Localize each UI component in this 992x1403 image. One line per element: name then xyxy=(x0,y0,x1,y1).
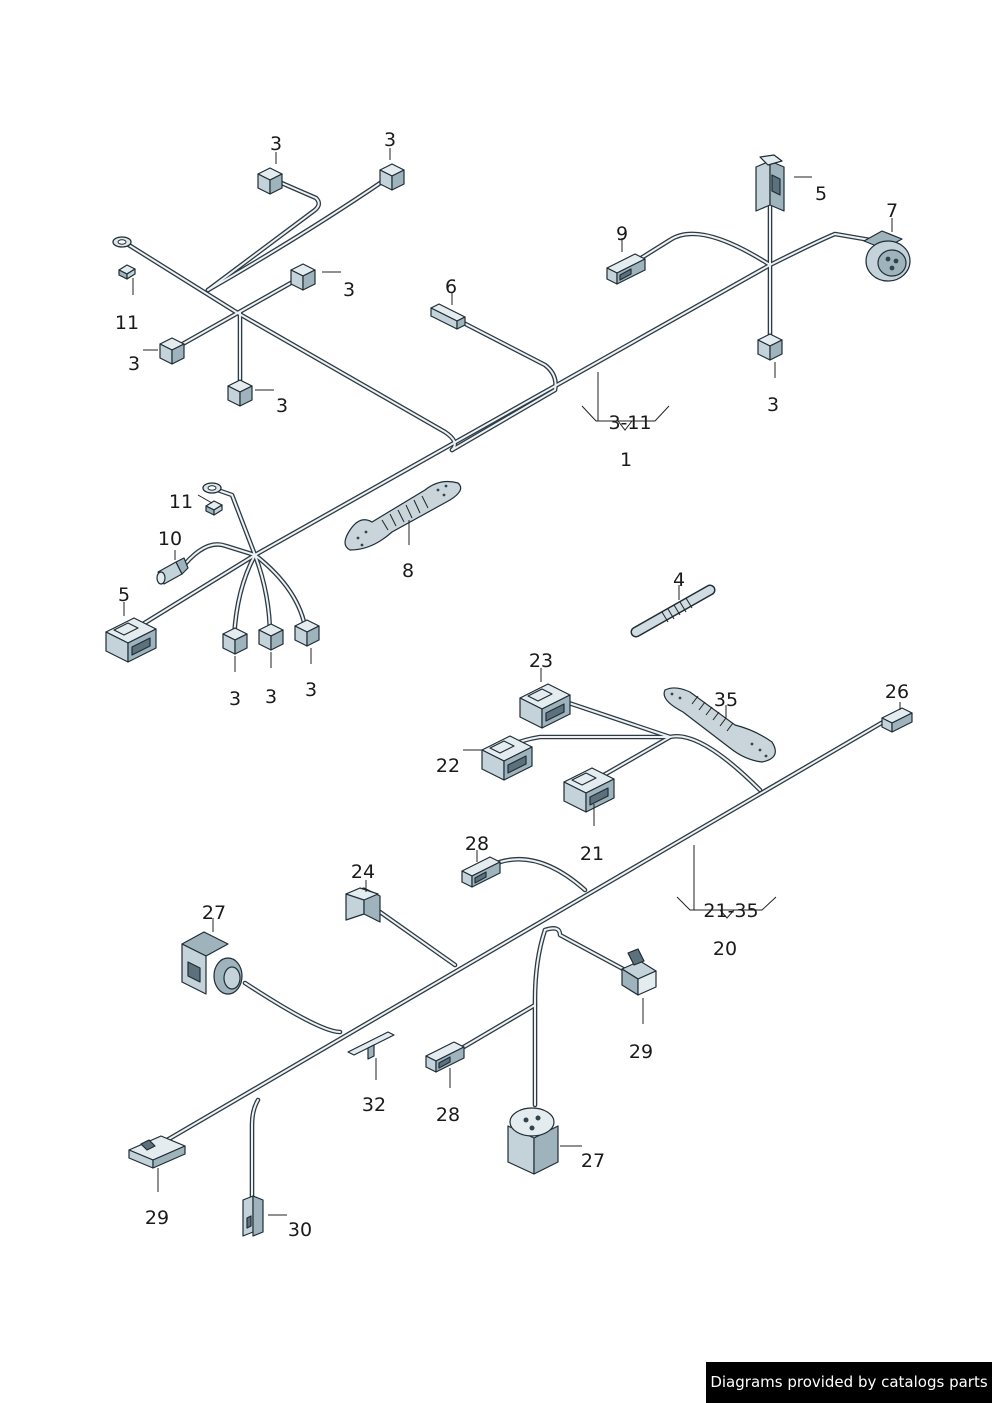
label-24: 24 xyxy=(351,861,375,883)
label-27: 27 xyxy=(581,1150,605,1172)
connector-3-icon xyxy=(257,167,283,195)
leader-lines xyxy=(123,148,901,1216)
connector-29-icon xyxy=(128,1135,186,1169)
label-27: 27 xyxy=(202,902,226,924)
connector-6-icon xyxy=(430,303,466,330)
label-7: 7 xyxy=(886,200,898,222)
label-3: 3 xyxy=(767,394,779,416)
clip-32-icon xyxy=(347,1031,395,1060)
bracket-1 xyxy=(581,405,670,422)
bracket-20 xyxy=(676,896,777,911)
connector-27-icon xyxy=(181,931,243,995)
harness-lower xyxy=(128,683,913,1237)
connector-3-icon xyxy=(222,627,248,655)
callout-labels: 3 3 3 3 3 11 6 9 5 7 3 3-11 1 11 10 5 8 … xyxy=(115,129,909,1241)
label-21-35: 21-35 xyxy=(703,900,758,922)
sleeve-8-icon xyxy=(344,480,462,551)
label-9: 9 xyxy=(616,223,628,245)
label-28: 28 xyxy=(436,1104,460,1126)
harness-upper xyxy=(105,154,911,663)
label-29: 29 xyxy=(145,1207,169,1229)
connector-21-icon xyxy=(563,767,615,813)
label-4: 4 xyxy=(673,569,685,591)
label-11: 11 xyxy=(115,312,139,334)
connector-28-icon xyxy=(425,1041,465,1073)
connector-30-icon xyxy=(242,1195,264,1237)
label-3: 3 xyxy=(270,133,282,155)
connector-7-icon xyxy=(863,230,911,282)
label-1: 1 xyxy=(620,449,632,471)
label-3: 3 xyxy=(128,353,140,375)
sleeve-35-icon xyxy=(663,687,776,763)
label-10: 10 xyxy=(158,528,182,550)
connector-3-icon xyxy=(227,379,253,407)
label-26: 26 xyxy=(885,681,909,703)
label-6: 6 xyxy=(445,276,457,298)
ring-terminal-icon xyxy=(112,236,132,248)
label-35: 35 xyxy=(714,689,738,711)
connector-22-icon xyxy=(481,735,533,781)
label-30: 30 xyxy=(288,1219,312,1241)
connector-29-icon xyxy=(621,948,657,996)
label-3: 3 xyxy=(343,279,355,301)
label-3: 3 xyxy=(265,686,277,708)
connector-3-icon xyxy=(294,619,320,647)
connector-3-icon xyxy=(258,623,284,651)
label-11: 11 xyxy=(169,491,193,513)
connector-3-icon xyxy=(379,163,405,191)
connector-9-icon xyxy=(606,253,646,285)
label-32: 32 xyxy=(362,1094,386,1116)
connector-24-icon xyxy=(345,887,381,923)
clip-11-icon xyxy=(205,500,223,516)
label-22: 22 xyxy=(436,755,460,777)
connector-3-icon xyxy=(757,333,783,361)
connector-26-icon xyxy=(881,707,913,733)
label-5: 5 xyxy=(118,584,130,606)
label-29: 29 xyxy=(629,1041,653,1063)
connector-3-icon xyxy=(290,263,316,291)
label-3: 3 xyxy=(305,679,317,701)
label-3-11: 3-11 xyxy=(608,412,651,434)
connector-23-icon xyxy=(519,683,571,729)
label-21: 21 xyxy=(580,843,604,865)
connector-28-icon xyxy=(461,856,501,888)
connector-3-icon xyxy=(159,337,185,365)
label-23: 23 xyxy=(529,650,553,672)
label-8: 8 xyxy=(402,560,414,582)
label-5: 5 xyxy=(815,183,827,205)
connector-27-icon xyxy=(507,1107,559,1175)
label-3: 3 xyxy=(384,129,396,151)
connector-5-icon xyxy=(105,617,157,663)
ring-terminal-icon xyxy=(202,482,222,494)
tube-4-icon xyxy=(630,584,716,638)
label-20: 20 xyxy=(713,938,737,960)
clip-11-icon xyxy=(118,264,136,280)
label-28: 28 xyxy=(465,833,489,855)
credit-footer: Diagrams provided by catalogs parts xyxy=(706,1362,992,1403)
connector-5-icon xyxy=(755,154,785,212)
label-3: 3 xyxy=(276,395,288,417)
connector-10-icon xyxy=(156,557,189,585)
label-3: 3 xyxy=(229,688,241,710)
